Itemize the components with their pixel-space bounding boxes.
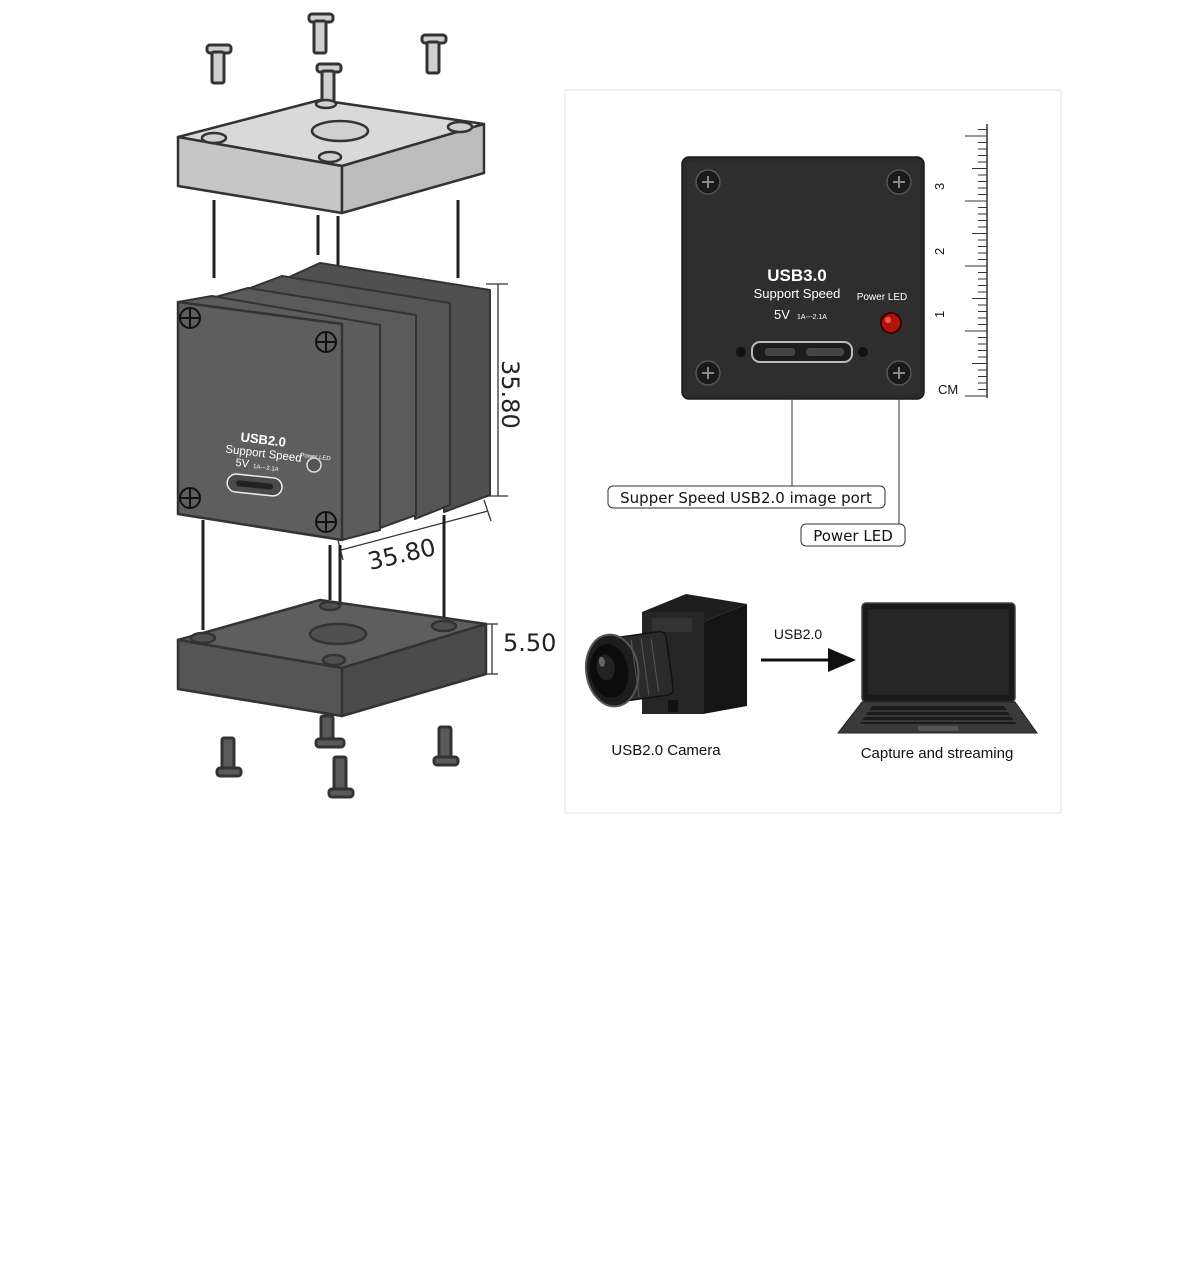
front-rating-label: 1A---2.1A [253, 464, 279, 473]
arrow-icon [761, 648, 856, 672]
ruler-tick-1: 1 [932, 311, 947, 318]
mount-hole [858, 347, 868, 357]
laptop-label: Capture and streaming [861, 745, 1014, 762]
screw-icon [215, 736, 243, 778]
screw-icon [327, 755, 355, 799]
laptop-image [836, 602, 1038, 734]
assembly-guide-lines [212, 200, 460, 278]
assembly-guide-lines-lower [201, 515, 446, 630]
photo-led-label: Power LED [857, 292, 908, 303]
camera-image [584, 594, 747, 714]
usb-port-icon [226, 473, 283, 497]
height-dimension [486, 283, 508, 497]
photo-speed-label: Support Speed [754, 286, 841, 301]
bottom-screws [215, 714, 460, 799]
stacked-boards [177, 262, 491, 541]
front-board: USB2.0 Support Speed 5V 1A---2.1A Power … [176, 300, 344, 542]
camera-label: USB2.0 Camera [611, 742, 721, 759]
front-model-label: USB2.0 [240, 429, 287, 449]
top-screws [205, 12, 448, 109]
front-voltage-label: 5V [235, 457, 250, 471]
usb3-port-icon [751, 341, 853, 363]
arrow-label: USB2.0 [774, 626, 822, 642]
ruler-tick-3: 3 [932, 183, 947, 190]
product-photo: USB3.0 Support Speed 5V 1A---2.1A Power … [681, 156, 925, 400]
front-led-icon [306, 457, 322, 473]
screw-icon [205, 43, 233, 85]
screw-icon [315, 62, 343, 109]
port-callout-box [607, 485, 886, 509]
screw-icon [432, 725, 460, 767]
screw-head-icon [315, 331, 337, 353]
bottom-plate [176, 598, 488, 718]
screw-icon [314, 714, 346, 749]
thickness-dimension [482, 623, 498, 675]
callouts: Supper Speed USB2.0 image port Power LED [607, 399, 906, 547]
width-dimension-value: 35.80 [365, 533, 438, 576]
thickness-dimension-value: 5.50 [503, 629, 556, 657]
power-led-icon [880, 312, 902, 334]
port-callout-text: Supper Speed USB2.0 image port [620, 489, 872, 507]
screw-icon [420, 33, 448, 75]
photo-rating-label: 1A---2.1A [797, 314, 827, 321]
photo-model-label: USB3.0 [767, 266, 827, 285]
screw-icon [307, 12, 335, 55]
ruler-tick-2: 2 [932, 248, 947, 255]
led-callout-text: Power LED [813, 527, 893, 545]
cm-ruler: 1 2 3 CM [932, 124, 988, 398]
height-dimension-value: 35.80 [496, 360, 524, 429]
screw-head-icon [179, 487, 201, 509]
mount-hole [736, 347, 746, 357]
top-plate [176, 98, 486, 215]
screw-head-icon [315, 511, 337, 533]
exploded-view: USB2.0 Support Speed 5V 1A---2.1A Power … [176, 12, 556, 799]
led-callout-box [800, 523, 906, 547]
screw-head-icon [179, 307, 201, 329]
photo-voltage-label: 5V [774, 307, 790, 322]
ruler-unit: CM [938, 382, 958, 397]
